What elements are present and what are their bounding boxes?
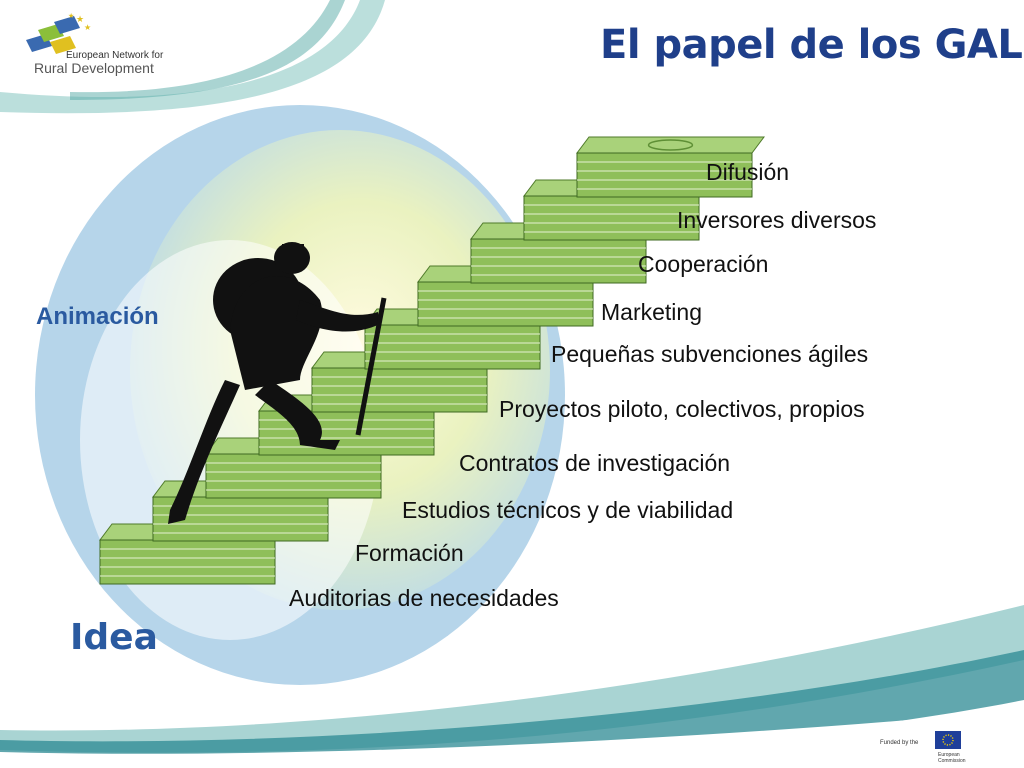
- funded-by-text: Funded by the: [880, 740, 919, 746]
- step-label-proyectos: Proyectos piloto, colectivos, propios: [499, 396, 865, 422]
- ec-line2: Commission: [938, 758, 966, 764]
- bill-seal: [647, 139, 694, 151]
- step-label-estudios: Estudios técnicos y de viabilidad: [402, 497, 734, 523]
- step-label-inversores: Inversores diversos: [677, 207, 877, 233]
- european-commission-text: European Commission: [938, 752, 966, 764]
- money-step-front: [523, 195, 700, 241]
- svg-text:★: ★: [68, 12, 74, 20]
- money-step-front: [576, 152, 753, 198]
- slide-title: El papel de los GAL: [600, 22, 1023, 68]
- money-step-front: [311, 367, 488, 413]
- animacion-label: Animación: [36, 303, 159, 330]
- money-step-front: [470, 238, 647, 284]
- hiker-figure: [168, 242, 387, 524]
- svg-text:★: ★: [84, 23, 91, 32]
- step-label-formacion: Formación: [355, 540, 464, 566]
- logo-text-line2: Rural Development: [34, 60, 154, 76]
- eu-flag-icon: [935, 731, 961, 749]
- logo-text-line1: European Network for: [66, 50, 164, 61]
- step-label-contratos: Contratos de investigación: [459, 450, 731, 476]
- rural-development-logo-icon: ★ ★ ★: [26, 12, 91, 54]
- step-label-marketing: Marketing: [601, 299, 702, 325]
- step-label-cooperacion: Cooperación: [638, 251, 769, 277]
- money-step-front: [364, 324, 541, 370]
- svg-text:★: ★: [76, 14, 84, 24]
- ec-line1: European: [938, 752, 960, 758]
- step-label-auditorias: Auditorias de necesidades: [289, 585, 559, 611]
- money-step-front: [205, 453, 382, 499]
- idea-label: Idea: [70, 617, 158, 658]
- money-step-front: [417, 281, 594, 327]
- money-step-front: [99, 539, 276, 585]
- step-label-difusion: Difusión: [706, 159, 790, 185]
- step-label-subvenciones: Pequeñas subvenciones ágiles: [551, 341, 869, 367]
